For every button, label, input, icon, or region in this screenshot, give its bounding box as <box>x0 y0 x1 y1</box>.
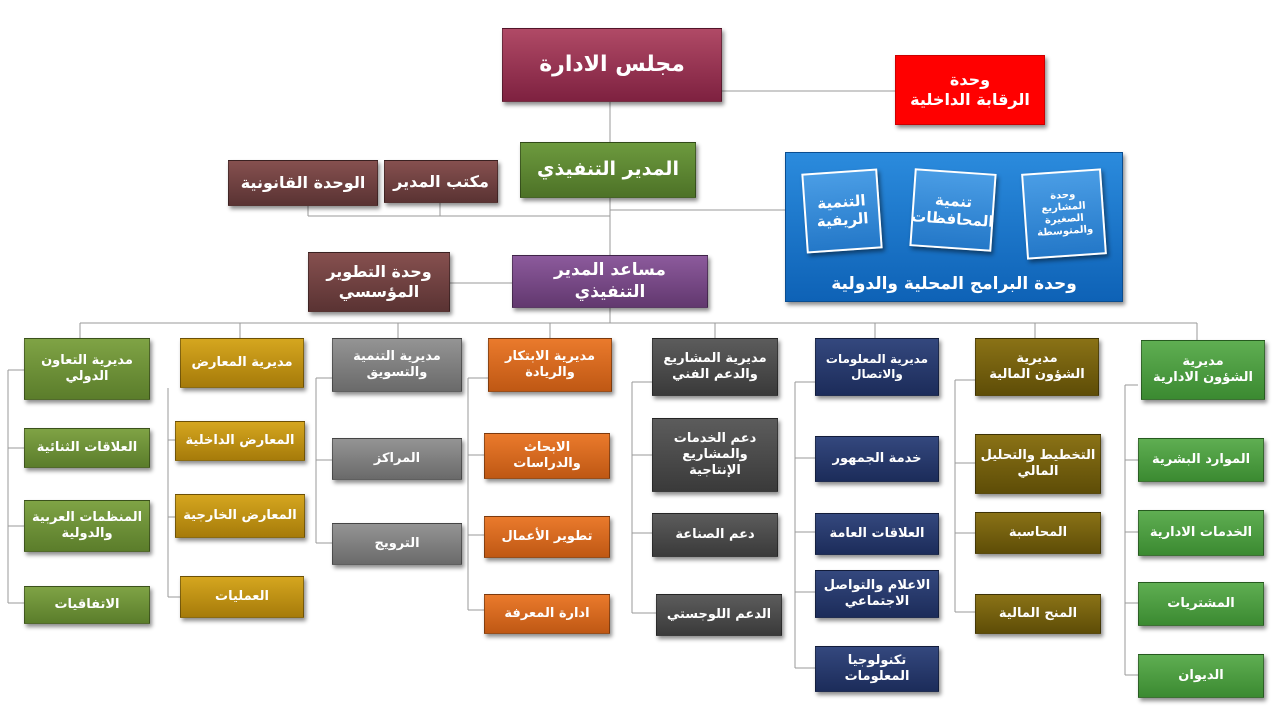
institutional-development-unit: وحدة التطوير المؤسسي <box>308 252 450 312</box>
unit-bilateral-relations: العلاقات الثنائية <box>24 428 150 468</box>
directorate-development-marketing: مديرية التنمية والتسويق <box>332 338 462 392</box>
unit-procurement: المشتريات <box>1138 582 1264 626</box>
director-office: مكتب المدير <box>384 160 498 203</box>
directorate-projects-technical-support: مديرية المشاريع والدعم الفني <box>652 338 778 396</box>
executive-director: المدير التنفيذي <box>520 142 696 198</box>
unit-arab-international-organizations: المنظمات العربية والدولية <box>24 500 150 552</box>
unit-human-resources: الموارد البشرية <box>1138 438 1264 482</box>
unit-knowledge-management: ادارة المعرفة <box>484 594 610 634</box>
unit-research-studies: الابحاث والدراسات <box>484 433 610 479</box>
unit-operations: العمليات <box>180 576 304 618</box>
unit-information-technology: تكنولوجيا المعلومات <box>815 646 939 692</box>
assistant-executive-director: مساعد المدير التنفيذي <box>512 255 708 308</box>
unit-internal-exhibitions: المعارض الداخلية <box>175 421 305 461</box>
rural-development-tile: التنمية الريفية <box>801 168 883 254</box>
unit-external-exhibitions: المعارض الخارجية <box>175 494 305 538</box>
unit-agreements: الاتفاقيات <box>24 586 150 624</box>
directorate-financial-affairs: مديرية الشؤون المالية <box>975 338 1099 396</box>
directorate-administrative-affairs: مديرية الشؤون الادارية <box>1141 340 1265 400</box>
unit-logistic-support: الدعم اللوجستي <box>656 594 782 636</box>
unit-promotion: الترويج <box>332 523 462 565</box>
directorate-exhibitions: مديرية المعارض <box>180 338 304 388</box>
unit-registry: الديوان <box>1138 654 1264 698</box>
governorates-development-tile: تنمية المحافظات <box>909 168 997 252</box>
local-international-programs-unit: التنمية الريفية تنمية المحافظات وحدة الم… <box>785 152 1123 302</box>
directorate-information-communication: مديرية المعلومات والاتصال <box>815 338 939 396</box>
programs-unit-label: وحدة البرامج المحلية والدولية <box>831 273 1077 294</box>
internal-audit-unit: وحدة الرقابة الداخلية <box>895 55 1045 125</box>
board-of-directors: مجلس الادارة <box>502 28 722 102</box>
unit-business-development: تطوير الأعمال <box>484 516 610 558</box>
unit-centers: المراكز <box>332 438 462 480</box>
directorate-international-cooperation: مديرية التعاون الدولي <box>24 338 150 400</box>
unit-financial-planning-analysis: التخطيط والتحليل المالي <box>975 434 1101 494</box>
unit-public-service: خدمة الجمهور <box>815 436 939 482</box>
directorate-innovation-entrepreneurship: مديرية الابتكار والريادة <box>488 338 612 392</box>
unit-financial-grants: المنح المالية <box>975 594 1101 634</box>
unit-media-social-communication: الاعلام والتواصل الاجتماعي <box>815 570 939 618</box>
unit-services-productive-projects-support: دعم الخدمات والمشاريع الإنتاجية <box>652 418 778 492</box>
sme-projects-tile: وحدة المشاريع الصغيرة والمتوسطة <box>1021 168 1107 260</box>
legal-unit: الوحدة القانونية <box>228 160 378 206</box>
unit-accounting: المحاسبة <box>975 512 1101 554</box>
unit-administrative-services: الخدمات الادارية <box>1138 510 1264 556</box>
unit-public-relations: العلاقات العامة <box>815 513 939 555</box>
unit-industry-support: دعم الصناعة <box>652 513 778 557</box>
